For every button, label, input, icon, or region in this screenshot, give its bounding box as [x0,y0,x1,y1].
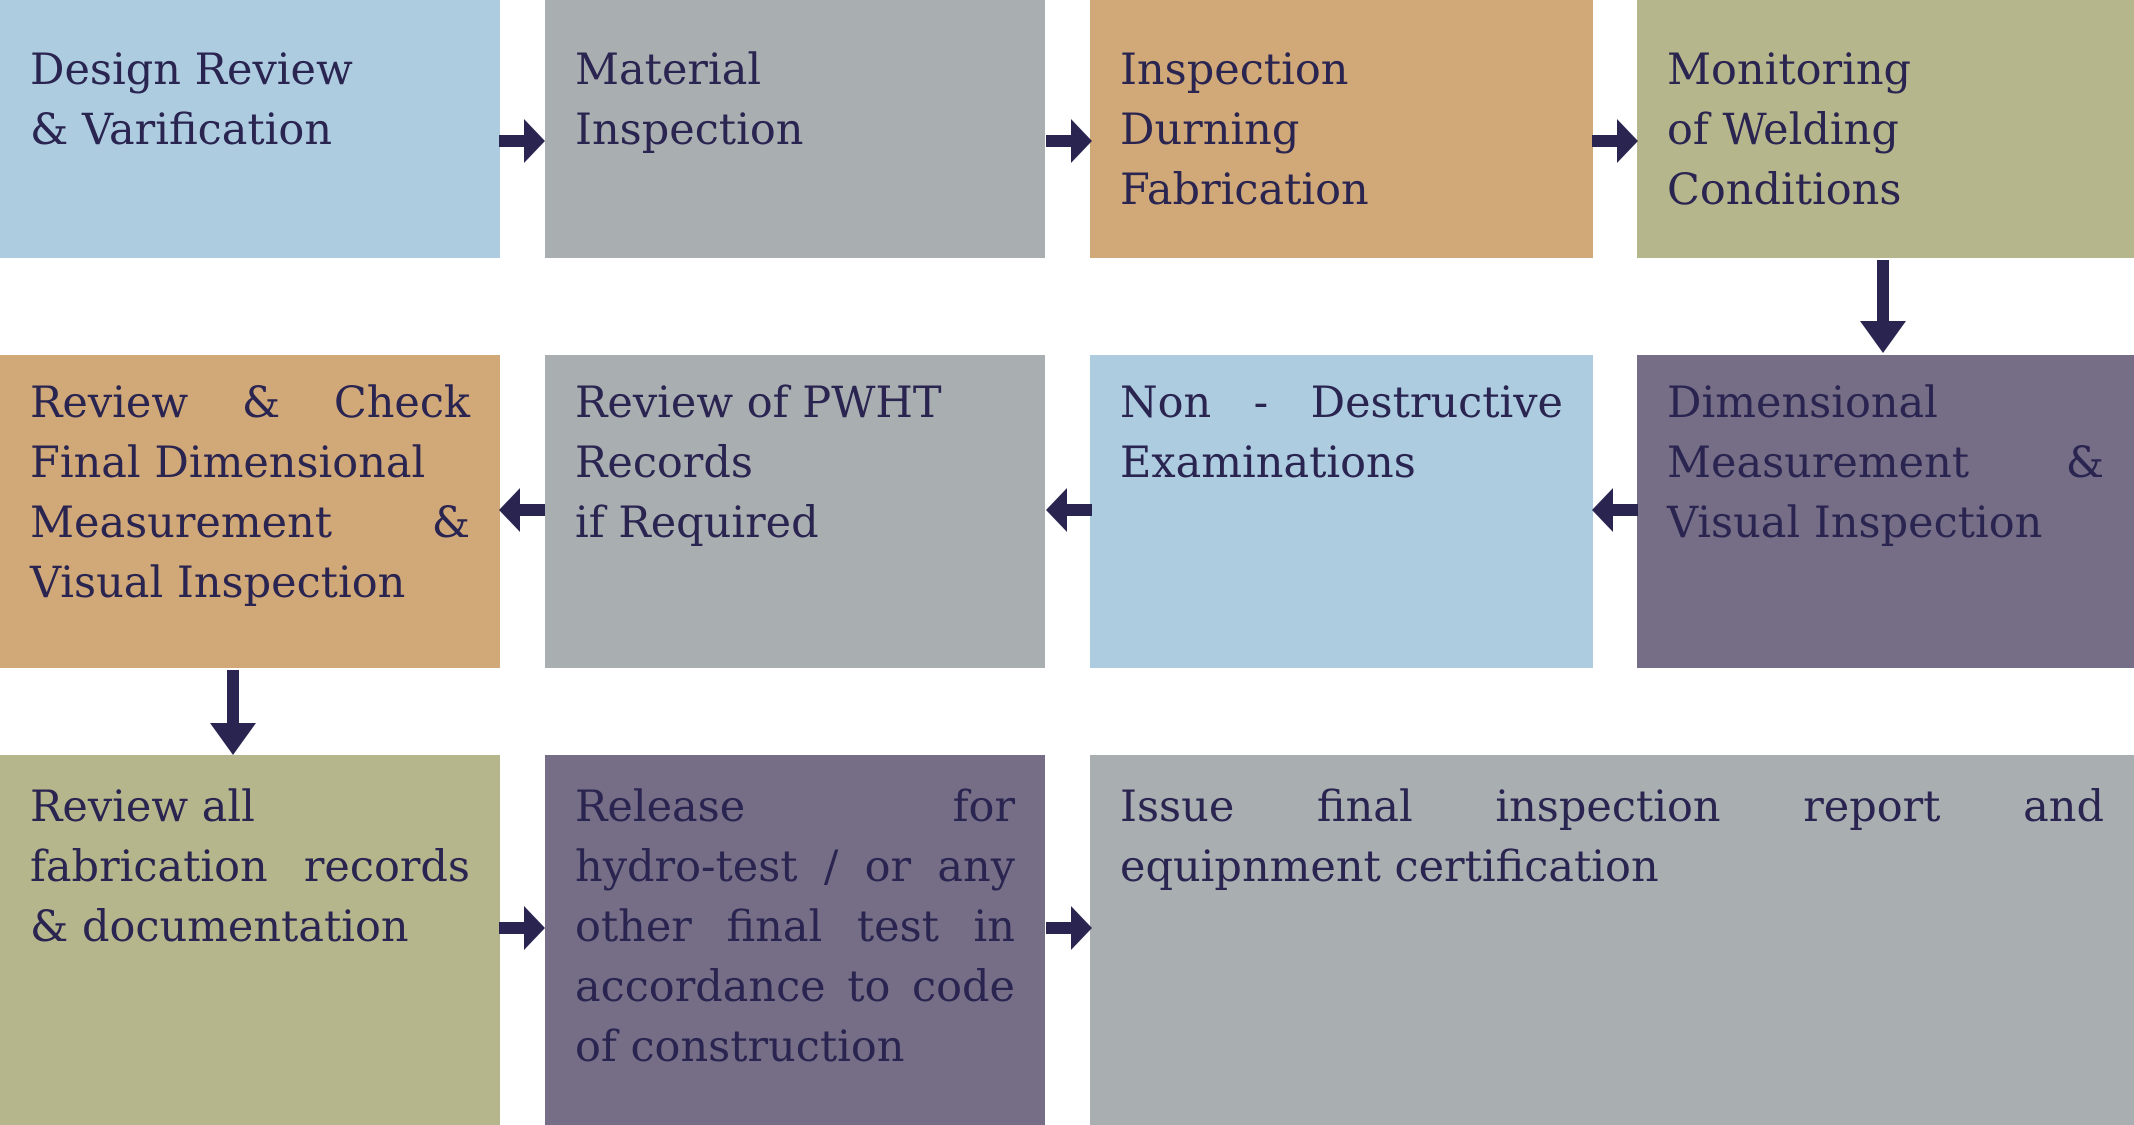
arrow-stem [1592,135,1621,147]
step-text-line: if Required [575,498,819,548]
arrow-stem [1877,260,1889,323]
step-text-line: of Welding [1667,105,1899,155]
arrow-stem [516,504,545,516]
step-text-line: Material [575,45,762,95]
arrow-head [1071,119,1092,163]
step-text-line: Measurement & [1667,438,2104,488]
arrow-right-icon-design-review-to-material-inspection [499,119,545,163]
step-text-line: hydro-test / or any [575,842,1015,892]
step-text-line: & Varification [30,105,333,155]
step-text-line: Non - Destructive [1120,378,1563,428]
arrow-stem [1609,504,1638,516]
arrow-left-icon-dimensional-to-nde [1592,488,1638,532]
arrow-right-icon-fabrication-to-welding-monitoring [1592,119,1638,163]
arrow-stem [227,670,239,725]
arrow-stem [1046,135,1075,147]
step-text-line: Examinations [1120,438,1416,488]
arrow-right-icon-records-review-to-hydro-test [499,906,545,950]
step-review-fabrication-records: Review all fabrication records & documenta… [0,755,500,1125]
step-text-line: accordance to code [575,962,1015,1012]
arrow-stem [1046,922,1075,934]
step-text-line: Release for [575,782,1015,832]
arrow-head [499,488,520,532]
step-text-line: Fabrication [1120,165,1369,215]
arrow-head [210,723,256,755]
arrow-stem [499,922,528,934]
step-text-line: Issue final inspection report and [1120,782,2104,832]
arrow-stem [499,135,528,147]
arrow-right-icon-material-inspection-to-fabrication [1046,119,1092,163]
step-text-line: Inspection [1120,45,1349,95]
step-review-pwht-records: Review of PWHT Records if Required [545,355,1045,668]
step-text-line: Durning [1120,105,1300,155]
arrow-head [1860,321,1906,353]
step-text-line: Inspection [575,105,804,155]
step-text-line: equipnment certification [1120,842,1659,892]
step-issue-final-inspection-report: Issue final inspection report and equipnm… [1090,755,2134,1125]
step-text-line: Monitoring [1667,45,1912,95]
arrow-stem [1063,504,1092,516]
arrow-left-icon-pwht-review-to-final-dimensional [499,488,545,532]
step-release-for-hydro-test: Release for hydro-test / or any other fina… [545,755,1045,1125]
step-text-line: Measurement & [30,498,470,548]
arrow-head [1592,488,1613,532]
step-text-line: Records [575,438,753,488]
step-text-line: Design Review [30,45,353,95]
arrow-left-icon-nde-to-pwht-review [1046,488,1092,532]
step-text-line: & documentation [30,902,409,952]
arrow-head [1046,488,1067,532]
arrow-head [1071,906,1092,950]
step-text-line: Review all [30,782,255,832]
arrow-down-icon-final-dimensional-to-records-review [210,670,256,755]
arrow-right-icon-hydro-test-to-final-report [1046,906,1092,950]
step-text-line: Visual Inspection [30,558,406,608]
step-text-line: fabrication records [30,842,470,892]
step-text-line: Conditions [1667,165,1902,215]
step-design-review: Design Review & Varification [0,0,500,258]
step-text-line: Review & Check [30,378,470,428]
step-text-line: of construction [575,1022,905,1072]
step-text-line: Review of PWHT [575,378,942,428]
step-text-line: Visual Inspection [1667,498,2043,548]
step-text-line: other final test in [575,902,1015,952]
step-text-line: Final Dimensional [30,438,426,488]
arrow-head [1617,119,1638,163]
step-text-line: Dimensional [1667,378,1938,428]
arrow-head [524,906,545,950]
arrow-down-icon-welding-monitoring-to-dimensional [1860,260,1906,353]
arrow-head [524,119,545,163]
